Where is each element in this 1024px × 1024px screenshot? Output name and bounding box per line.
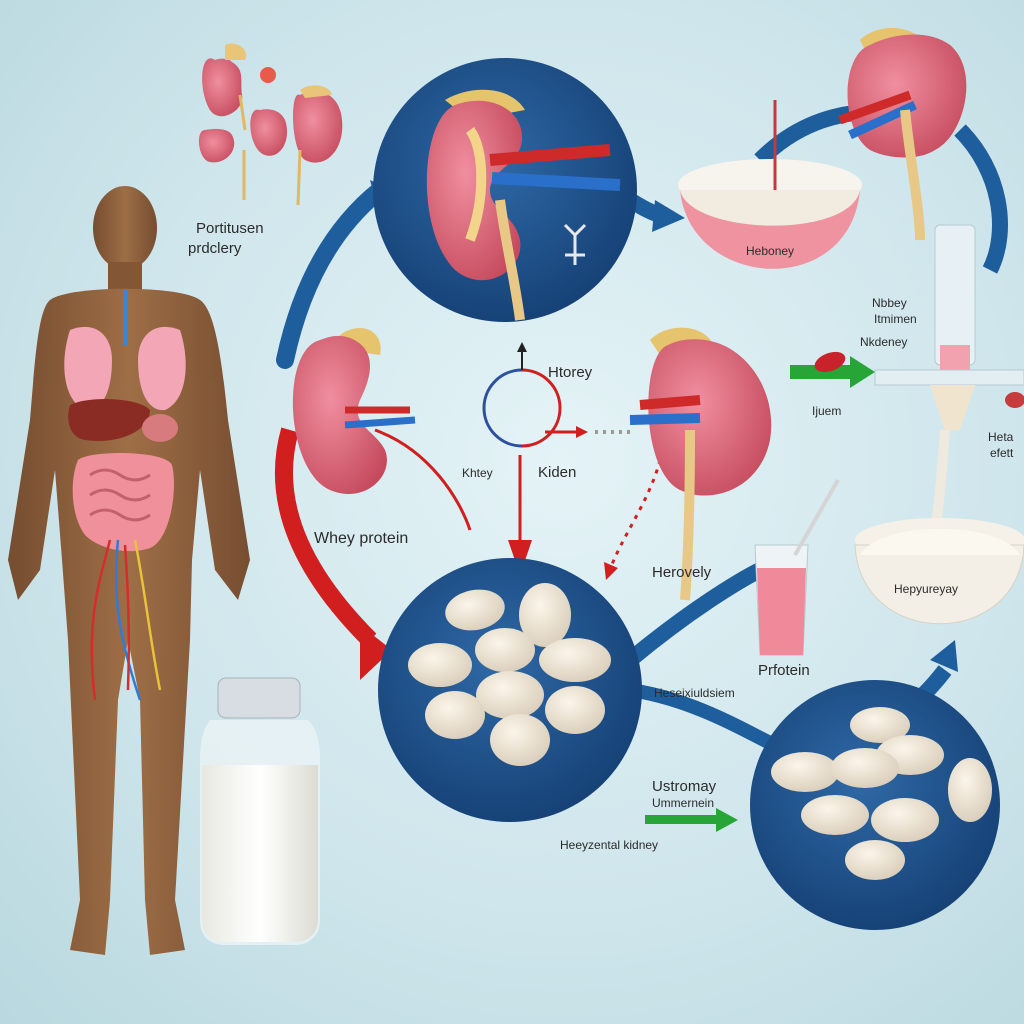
label-top-bowl: Heboney: [746, 244, 795, 258]
kidney-circle-top: [373, 58, 637, 322]
label-right-top-3: Nkdeney: [860, 335, 908, 349]
label-right-top-1: Nbbey: [872, 296, 907, 310]
pills-circle-center: [378, 558, 642, 822]
intestines-icon: [72, 453, 174, 552]
label-center-top: Htorey: [548, 364, 593, 381]
label-center-right: Kiden: [538, 464, 577, 481]
kidney-left-middle: [292, 327, 416, 495]
small-kidneys-icon: [198, 43, 343, 206]
label-right-bowl: Hepyureyay: [894, 582, 959, 596]
label-top-left-1: Portitusen: [196, 220, 264, 237]
blood-vessels-icon: [90, 539, 162, 701]
label-top-left-2: prdclery: [188, 240, 242, 257]
green-arrow-right: [790, 351, 875, 388]
milk-bottle-icon: [200, 677, 320, 945]
cycle-diagram: [482, 342, 635, 448]
label-right-edge-2: efett: [990, 446, 1014, 460]
green-arrow-bottom: [645, 808, 738, 832]
label-bottom-3: Heeyzental kidney: [560, 838, 659, 852]
label-bottom-2: Ummernein: [652, 796, 715, 810]
kidney-top-right: [838, 28, 967, 241]
powder-bowl-right: [854, 518, 1024, 625]
label-glass: Prfotein: [758, 662, 810, 679]
label-bottom-1: Ustromay: [652, 778, 717, 795]
label-whey-protein: Whey protein: [314, 530, 409, 547]
lungs-icon: [64, 290, 186, 411]
flow-arrows-red: [274, 427, 662, 680]
label-center-left: Khtey: [462, 466, 493, 480]
pink-drink-glass: [754, 479, 840, 656]
label-middle-right: Herovely: [652, 564, 712, 581]
label-right-edge-1: Heta: [988, 430, 1014, 444]
kidney-right-middle: [629, 327, 772, 601]
label-right-arrow: Ijuem: [812, 404, 842, 418]
powder-bowl-top: [678, 100, 862, 269]
liver-icon: [68, 398, 178, 442]
label-right-top-2: Itmimen: [874, 312, 917, 326]
label-bottom-mid: Heseixiuldsiem: [654, 686, 735, 700]
syringe-funnel-icon: [874, 224, 1024, 562]
pills-circle-bottom: [750, 680, 1000, 930]
